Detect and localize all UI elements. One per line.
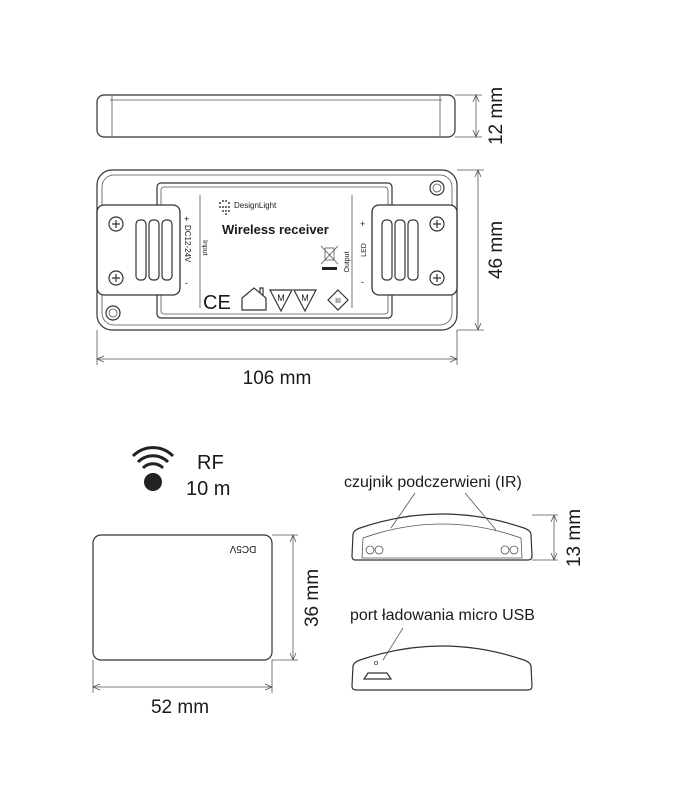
screw-icon <box>429 216 445 232</box>
svg-text:III: III <box>335 298 341 305</box>
output-minus: - <box>361 277 364 287</box>
card-width-label: 52 mm <box>151 697 209 718</box>
ce-mark: CE <box>203 292 231 314</box>
brand-name: DesignLight <box>234 201 277 210</box>
input-label: Input <box>201 240 208 256</box>
right-terminal-clamp <box>371 204 458 296</box>
output-type: LED <box>361 243 368 257</box>
screw-icon <box>108 270 124 286</box>
height-dimension-line <box>455 93 482 139</box>
ir-sensor-label: czujnik podczerwieni (IR) <box>344 474 522 491</box>
weee-bin-icon <box>320 245 339 270</box>
indoor-use-house-icon <box>241 287 267 311</box>
length-dimension-line <box>95 330 459 365</box>
receiver-side-view <box>96 94 456 138</box>
usb-port-label: port ładowania micro USB <box>350 607 535 624</box>
remote-card-front <box>92 534 273 661</box>
remote-usb-side-view <box>351 627 533 691</box>
svg-text:M: M <box>277 293 285 303</box>
receiver-length-label: 106 mm <box>243 368 312 389</box>
micro-usb-port-icon <box>362 672 393 680</box>
m-mark-icon: M <box>293 289 317 313</box>
thickness-label: 13 mm <box>564 509 585 567</box>
card-height-label: 36 mm <box>302 569 323 627</box>
rf-range: 10 m <box>186 478 230 500</box>
device-title: Wireless receiver <box>222 222 329 237</box>
receiver-width-label: 46 mm <box>486 221 507 279</box>
remote-ir-side-view <box>351 492 533 561</box>
class-iii-icon: III <box>327 289 349 311</box>
wireless-signal-icon <box>131 446 175 491</box>
card-width-dimension <box>91 660 274 693</box>
output-plus: + <box>360 219 365 229</box>
input-minus: - <box>185 278 188 288</box>
input-voltage: DC12-24V <box>183 225 192 263</box>
thickness-dimension <box>532 513 558 562</box>
svg-text:M: M <box>301 293 309 303</box>
screw-icon <box>108 216 124 232</box>
width-dimension-line <box>457 168 484 332</box>
rf-label: RF <box>197 452 224 474</box>
m-mark-icon: M <box>269 289 293 313</box>
input-plus: + <box>184 214 189 224</box>
card-voltage-text: DC5V <box>229 543 256 554</box>
output-label: Output <box>344 251 351 272</box>
brand-logo: DesignLight <box>219 200 277 215</box>
receiver-height-label: 12 mm <box>486 87 507 145</box>
card-height-dimension <box>272 533 298 662</box>
left-terminal-clamp <box>96 204 181 296</box>
screw-icon <box>429 270 445 286</box>
